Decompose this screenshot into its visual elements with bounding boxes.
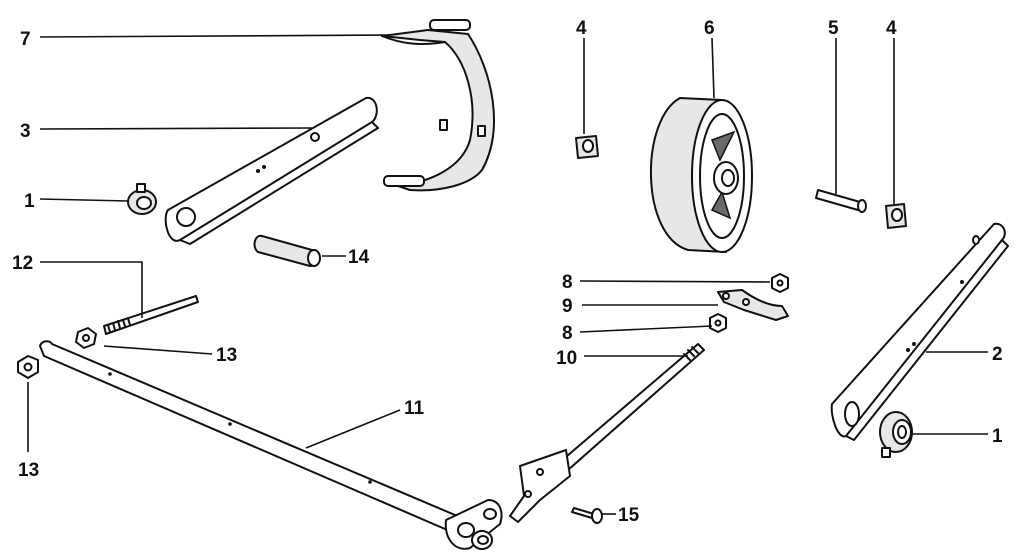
callout-2: 2 (992, 344, 1003, 365)
leader-8-lower (579, 325, 713, 333)
part-10-threaded-bar (509, 343, 705, 523)
part-12-threaded-rod (103, 295, 199, 335)
part-2-flat-bar (830, 222, 1009, 441)
callout-4-left: 4 (576, 18, 587, 39)
callout-1-right: 1 (992, 426, 1003, 447)
callout-5: 5 (828, 18, 839, 39)
leader-12 (40, 261, 143, 318)
callout-14: 14 (348, 247, 370, 268)
part-3-flat-bar (164, 96, 379, 245)
callout-13-center: 13 (216, 345, 237, 366)
part-11-long-rod (39, 340, 503, 550)
callout-labels: 7 3 1 12 14 13 13 11 4 6 5 4 8 9 8 10 2 … (12, 18, 1003, 526)
leader-6 (711, 37, 715, 99)
callout-4-right: 4 (886, 18, 897, 39)
part-9-wing-bracket (717, 289, 789, 321)
part-8-nut-upper (771, 273, 789, 293)
leader-3 (39, 127, 313, 130)
callout-15: 15 (618, 505, 640, 526)
leader-8-upper (579, 280, 771, 283)
callout-7: 7 (20, 29, 31, 50)
part-13-nut-center (75, 327, 97, 349)
callout-1-left: 1 (24, 191, 35, 212)
callout-13-left: 13 (18, 460, 39, 481)
part-13-nut-left (17, 355, 39, 379)
callout-11: 11 (404, 398, 425, 419)
part-4-collar-right (885, 203, 907, 229)
callout-6: 6 (704, 18, 715, 39)
leader-1-left (39, 198, 129, 202)
part-7-curved-shield (381, 19, 495, 192)
part-1-bushing-right (879, 411, 913, 458)
callout-8-upper: 8 (562, 272, 573, 293)
leader-7 (39, 34, 391, 38)
part-5-axle-pin (815, 189, 867, 213)
part-8-nut-lower (709, 313, 727, 333)
part-4-collar-left (575, 135, 599, 159)
part-14-sleeve (253, 234, 321, 267)
callout-9: 9 (562, 296, 573, 317)
leader-13-center (103, 345, 213, 355)
part-1-bushing-left (127, 183, 157, 215)
part-15-bolt (571, 507, 603, 524)
leader-lines (27, 34, 988, 515)
callout-3: 3 (20, 121, 31, 142)
part-6-wheel (649, 97, 753, 253)
callout-12: 12 (12, 253, 33, 274)
callout-10: 10 (556, 348, 577, 369)
leader-11 (305, 409, 401, 449)
callout-8-lower: 8 (562, 323, 573, 344)
